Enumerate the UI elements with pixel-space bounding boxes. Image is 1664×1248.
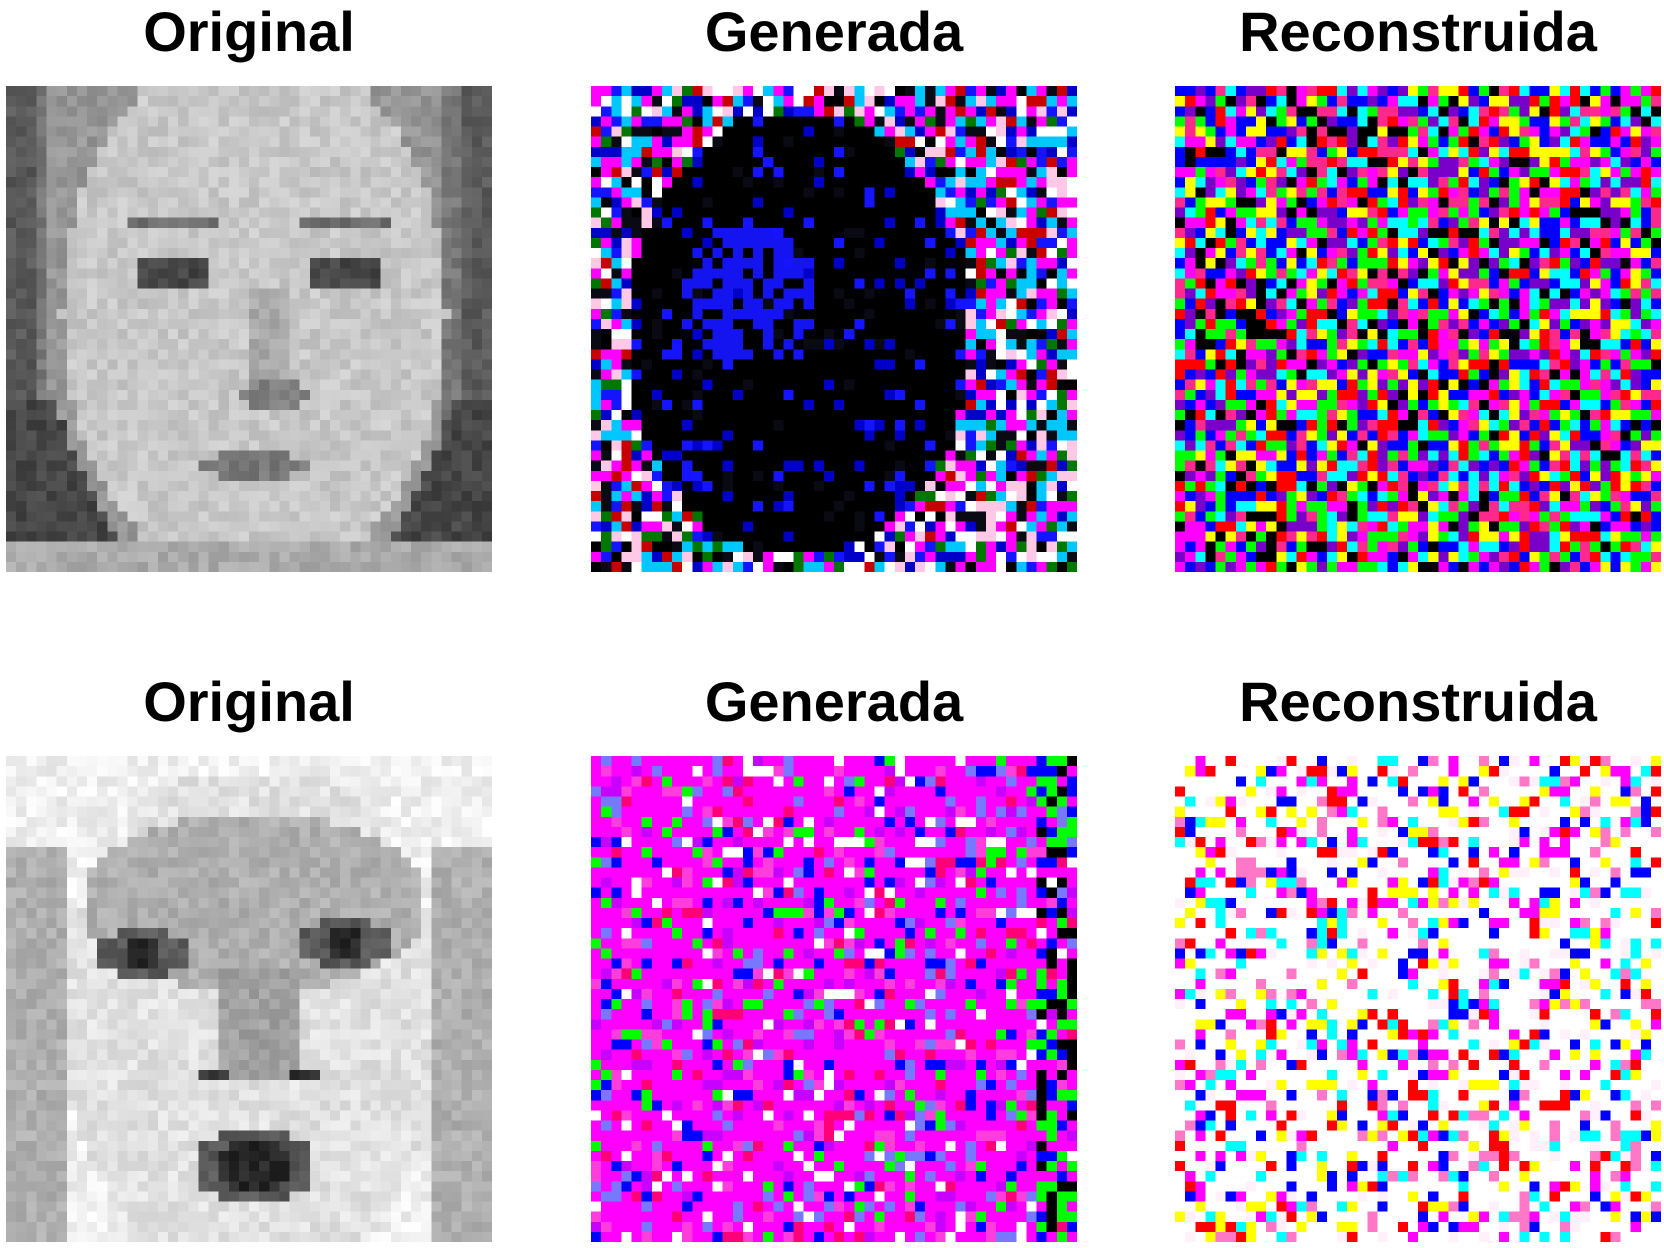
generated-image	[591, 756, 1077, 1242]
generated-image	[591, 86, 1077, 572]
original-image	[6, 756, 492, 1242]
reconstructed-image	[1175, 756, 1661, 1242]
original-image	[6, 86, 492, 572]
panel-title: Original	[143, 670, 355, 733]
panel-title: Reconstruida	[1239, 0, 1597, 63]
panel-title: Reconstruida	[1239, 670, 1597, 733]
panel-title: Generada	[704, 0, 964, 63]
panel-title: Original	[143, 0, 355, 63]
panel-title: Generada	[704, 670, 964, 733]
reconstructed-image	[1175, 86, 1661, 572]
